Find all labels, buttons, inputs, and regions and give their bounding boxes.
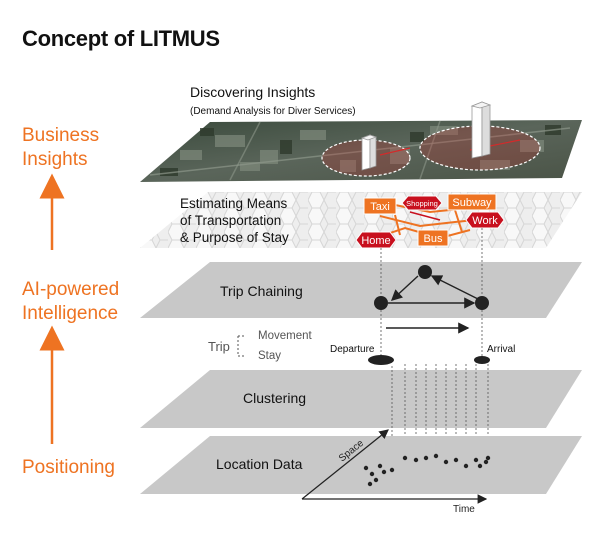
page-title: Concept of LITMUS: [22, 26, 220, 51]
departure-label: Departure: [330, 344, 375, 355]
svg-text:Bus: Bus: [424, 233, 443, 245]
time-axis-label: Time: [453, 504, 475, 515]
space-axis: [301, 429, 389, 500]
label-positioning: Positioning: [22, 457, 115, 478]
trip-movement-label: Movement: [258, 330, 312, 342]
transport-line-1: Estimating Means: [180, 196, 288, 211]
layer-clustering: [140, 370, 582, 428]
stay-node-top: [418, 265, 432, 279]
tag-bus: Bus: [417, 229, 449, 247]
trip-stay-label: Stay: [258, 350, 281, 362]
trip-chain-graph: [374, 265, 489, 310]
layer-trip-chaining: [140, 262, 582, 318]
layer-location-data: [140, 436, 582, 494]
tag-taxi: Taxi: [363, 197, 397, 215]
transport-line-3: & Purpose of Stay: [180, 230, 289, 245]
trip-chaining-label: Trip Chaining: [220, 283, 303, 299]
layer-satellite-map: [140, 101, 582, 182]
tag-work: Work: [465, 211, 505, 229]
svg-text:Shopping: Shopping: [406, 199, 438, 208]
location-data-label: Location Data: [216, 456, 303, 472]
svg-text:Taxi: Taxi: [370, 201, 390, 213]
transport-line-2: of Transportation: [180, 213, 281, 228]
label-business-line2: Insights: [22, 149, 88, 170]
departure-stay: [368, 355, 394, 365]
svg-text:Work: Work: [472, 215, 498, 227]
demand-bar-2: [470, 101, 492, 159]
svg-text:Home: Home: [361, 235, 390, 247]
label-ai-line2: Intelligence: [22, 303, 119, 324]
location-points: [363, 453, 491, 487]
tag-subway: Subway: [447, 193, 497, 211]
arrival-label: Arrival: [487, 344, 515, 355]
svg-text:Subway: Subway: [452, 197, 492, 209]
label-ai-line1: AI-powered: [22, 279, 120, 300]
tag-shopping: Shopping: [401, 195, 443, 211]
label-ai-intelligence: AI-powered Intelligence: [22, 278, 119, 326]
tag-home: Home: [355, 231, 397, 249]
stay-node-right: [475, 296, 489, 310]
clustering-label: Clustering: [243, 390, 306, 406]
stay-node-left: [374, 296, 388, 310]
trip-label: Trip: [208, 339, 230, 354]
label-business-line1: Business: [22, 125, 100, 146]
layer-insights-title: Discovering Insights: [190, 84, 315, 100]
demand-bar-1: [360, 134, 378, 171]
layer-insights-subtitle: (Demand Analysis for Diver Services): [190, 106, 356, 117]
arrival-stay: [474, 356, 490, 364]
label-business-insights: Business Insights: [22, 124, 99, 172]
